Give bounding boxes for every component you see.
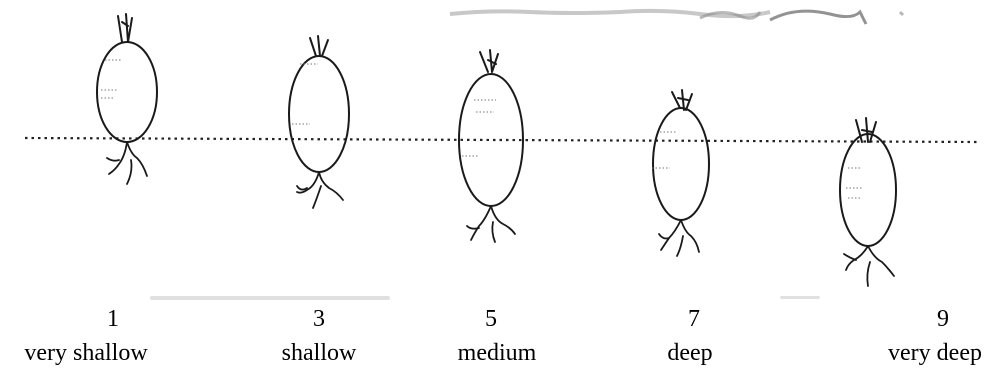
label-shallow: shallow xyxy=(282,340,357,367)
label-deep: deep xyxy=(667,340,712,367)
score-5: 5 xyxy=(485,306,497,333)
soil-surface-line xyxy=(25,138,978,142)
score-7: 7 xyxy=(688,306,700,333)
score-9: 9 xyxy=(937,306,949,333)
storage-root-9 xyxy=(840,118,896,286)
score-1: 1 xyxy=(107,306,119,333)
storage-root-5 xyxy=(459,50,523,242)
score-3: 3 xyxy=(313,306,325,333)
label-very-deep: very deep xyxy=(888,340,982,367)
storage-root-7 xyxy=(652,90,709,256)
storage-root-3 xyxy=(289,36,349,208)
storage-root-1 xyxy=(97,14,157,184)
smudge-left xyxy=(150,296,390,300)
label-medium: medium xyxy=(458,340,537,367)
faded-heading-scribble xyxy=(450,11,903,24)
label-very-shallow: very shallow xyxy=(24,340,147,367)
smudge-right xyxy=(780,296,820,299)
